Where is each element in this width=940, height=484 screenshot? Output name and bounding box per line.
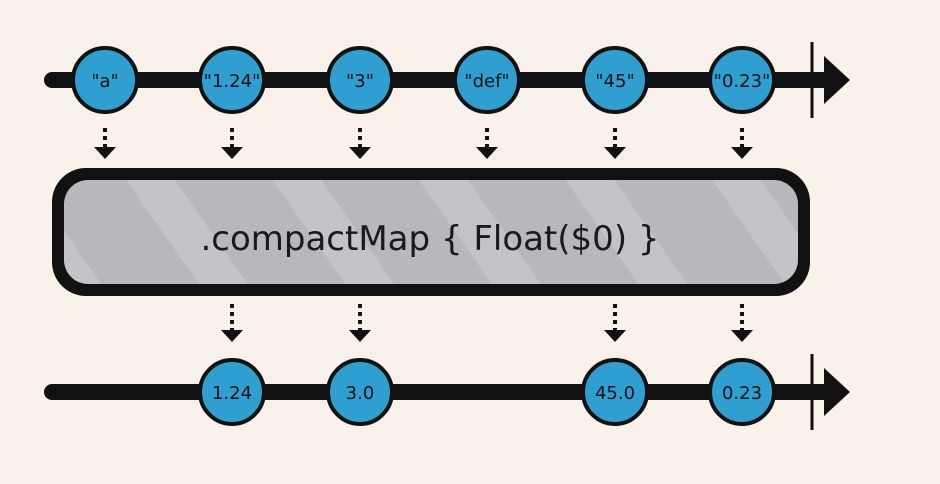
output-timeline [44, 354, 850, 430]
operator-box: .compactMap { Float($0) } [52, 168, 810, 296]
operator-label: .compactMap { Float($0) } [200, 219, 659, 259]
output-arrow-head [824, 368, 850, 416]
input-marbles: "a" "1.24" "3" "def" "45" "0.23" [71, 46, 776, 114]
output-flow-arrow [221, 304, 243, 342]
output-marble-circle [198, 358, 266, 426]
output-marble: 1.24 [198, 358, 266, 426]
output-flow-arrow [731, 304, 753, 342]
input-flow-arrow [476, 128, 498, 159]
input-marble-circle [453, 46, 521, 114]
input-marble-label: "45" [595, 71, 634, 92]
operator-box-fill [64, 180, 798, 284]
output-marble-label: 0.23 [722, 383, 762, 404]
input-flow-arrow [731, 128, 753, 159]
output-flow-arrow-head [221, 330, 243, 342]
input-flow-arrow [221, 128, 243, 159]
input-marble: "1.24" [198, 46, 266, 114]
output-marbles: 1.24 3.0 45.0 0.23 [198, 358, 776, 426]
output-marble-label: 3.0 [346, 383, 375, 404]
input-marble-label: "3" [346, 71, 374, 92]
output-flow-arrow-head [604, 330, 626, 342]
input-arrows [94, 128, 753, 159]
output-flow-arrow-head [731, 330, 753, 342]
input-flow-arrow-head [349, 147, 371, 159]
input-marble: "0.23" [708, 46, 776, 114]
input-marble-circle [71, 46, 139, 114]
input-flow-arrow [94, 128, 116, 159]
output-marble-label: 1.24 [212, 383, 252, 404]
output-marble: 3.0 [326, 358, 394, 426]
output-marble: 0.23 [708, 358, 776, 426]
output-marble-circle [326, 358, 394, 426]
input-flow-arrow-head [604, 147, 626, 159]
output-flow-arrow [349, 304, 371, 342]
input-marble: "3" [326, 46, 394, 114]
input-flow-arrow-head [94, 147, 116, 159]
output-flow-arrow-head [349, 330, 371, 342]
input-marble: "def" [453, 46, 521, 114]
output-marble-circle [708, 358, 776, 426]
input-flow-arrow-head [221, 147, 243, 159]
input-marble-circle [326, 46, 394, 114]
output-marble-circle [581, 358, 649, 426]
input-flow-arrow-head [731, 147, 753, 159]
input-marble-label: "a" [91, 71, 119, 92]
input-flow-arrow [349, 128, 371, 159]
input-timeline [44, 42, 850, 118]
input-marble: "45" [581, 46, 649, 114]
input-marble-circle [581, 46, 649, 114]
input-marble-label: "0.23" [714, 71, 771, 92]
output-marble: 45.0 [581, 358, 649, 426]
output-arrows [221, 304, 753, 342]
input-flow-arrow-head [476, 147, 498, 159]
output-marble-label: 45.0 [595, 383, 635, 404]
input-flow-arrow [604, 128, 626, 159]
output-flow-arrow [604, 304, 626, 342]
input-arrow-head [824, 56, 850, 104]
input-marble-label: "def" [464, 71, 509, 92]
input-marble-circle [198, 46, 266, 114]
input-marble: "a" [71, 46, 139, 114]
input-marble-circle [708, 46, 776, 114]
input-marble-label: "1.24" [204, 71, 261, 92]
